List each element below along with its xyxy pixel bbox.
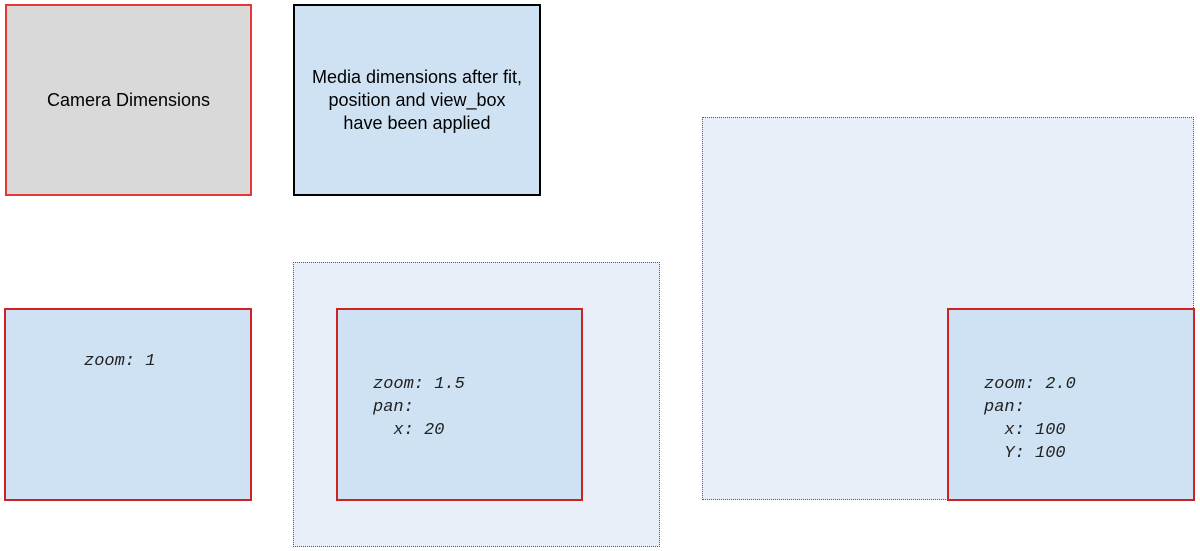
legend-media-label-line-1: Media dimensions after fit, — [311, 66, 523, 87]
example-2-settings: zoom: 1.5 pan: x: 20 — [373, 373, 465, 442]
example-3-line-3: x: 100 — [984, 421, 1066, 440]
example-3-line-4: Y: 100 — [984, 444, 1066, 463]
example-3-line-1: zoom: 2.0 — [984, 375, 1076, 394]
example-3-camera-frame: zoom: 2.0 pan: x: 100 Y: 100 — [947, 308, 1195, 501]
legend-media-box: Media dimensions after fit, position and… — [293, 4, 541, 196]
example-2-camera-frame: zoom: 1.5 pan: x: 20 — [336, 308, 583, 501]
example-3-settings: zoom: 2.0 pan: x: 100 Y: 100 — [984, 373, 1076, 465]
legend-media-label-line-2: position and view_box — [328, 89, 506, 110]
legend-camera-label: Camera Dimensions — [46, 89, 211, 110]
legend-media-label: Media dimensions after fit, position and… — [312, 66, 522, 135]
legend-camera-box: Camera Dimensions — [5, 4, 252, 196]
example-3-line-2: pan: — [984, 398, 1025, 417]
example-2-line-3: x: 20 — [373, 421, 445, 440]
example-1-camera-frame: zoom: 1 — [4, 308, 252, 501]
example-2-line-2: pan: — [373, 398, 414, 417]
example-1-line-1: zoom: 1 — [84, 352, 156, 371]
example-2-line-1: zoom: 1.5 — [373, 375, 465, 394]
legend-media-label-line-3: have been applied — [343, 112, 491, 133]
example-1-settings: zoom: 1 — [84, 350, 155, 373]
